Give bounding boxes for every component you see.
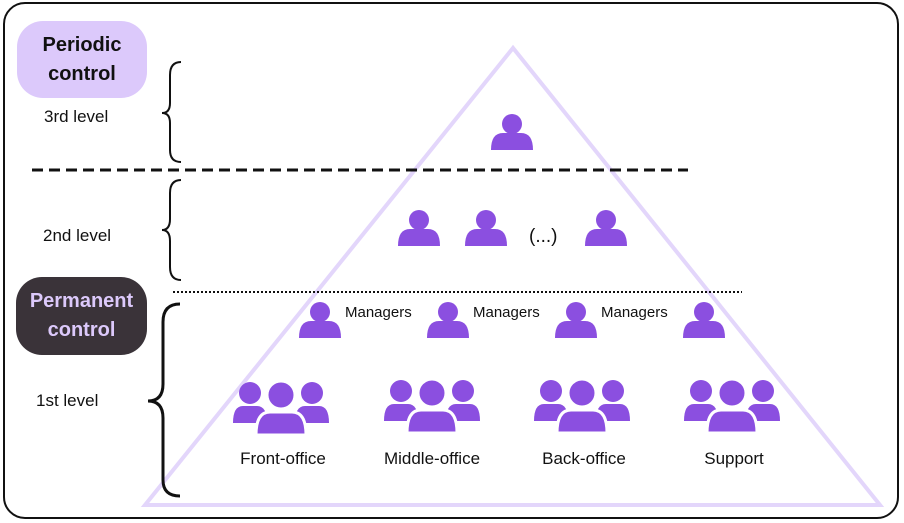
department-label-middle-office: Middle-office: [383, 449, 481, 468]
level-label-3rd: 3rd level: [44, 107, 109, 126]
level-label-2nd: 2nd level: [43, 226, 112, 245]
person-icon: [491, 114, 533, 150]
group-icon: [231, 379, 331, 437]
group-icon: [382, 377, 482, 435]
badge-line: control: [47, 319, 116, 341]
person-icon: [427, 302, 469, 338]
person-icon: [585, 210, 627, 246]
permanent-control-badge: Permanent control: [16, 277, 147, 355]
more-people-ellipsis: (...): [529, 226, 558, 247]
badge-line: control: [48, 62, 116, 85]
department-label-front-office: Front-office: [240, 449, 326, 468]
level-label-1st: 1st level: [36, 391, 99, 410]
curly-brace-icon: [147, 302, 181, 498]
managers-label: Managers: [473, 304, 540, 321]
department-label-support: Support: [704, 449, 764, 468]
person-icon: [465, 210, 507, 246]
managers-label: Managers: [601, 304, 668, 321]
periodic-control-badge: Periodic control: [17, 21, 147, 98]
diagram-frame: [3, 2, 899, 519]
managers-label: Managers: [345, 304, 412, 321]
group-icon: [532, 377, 632, 435]
badge-line: Permanent: [29, 290, 134, 312]
curly-brace-icon: [161, 179, 182, 281]
group-icon: [682, 377, 782, 435]
curly-brace-icon: [161, 61, 182, 163]
department-label-back-office: Back-office: [542, 449, 626, 468]
pyramid-triangle: [140, 44, 885, 507]
person-icon: [555, 302, 597, 338]
badge-line: Periodic: [42, 33, 122, 56]
person-icon: [683, 302, 725, 338]
person-icon: [398, 210, 440, 246]
